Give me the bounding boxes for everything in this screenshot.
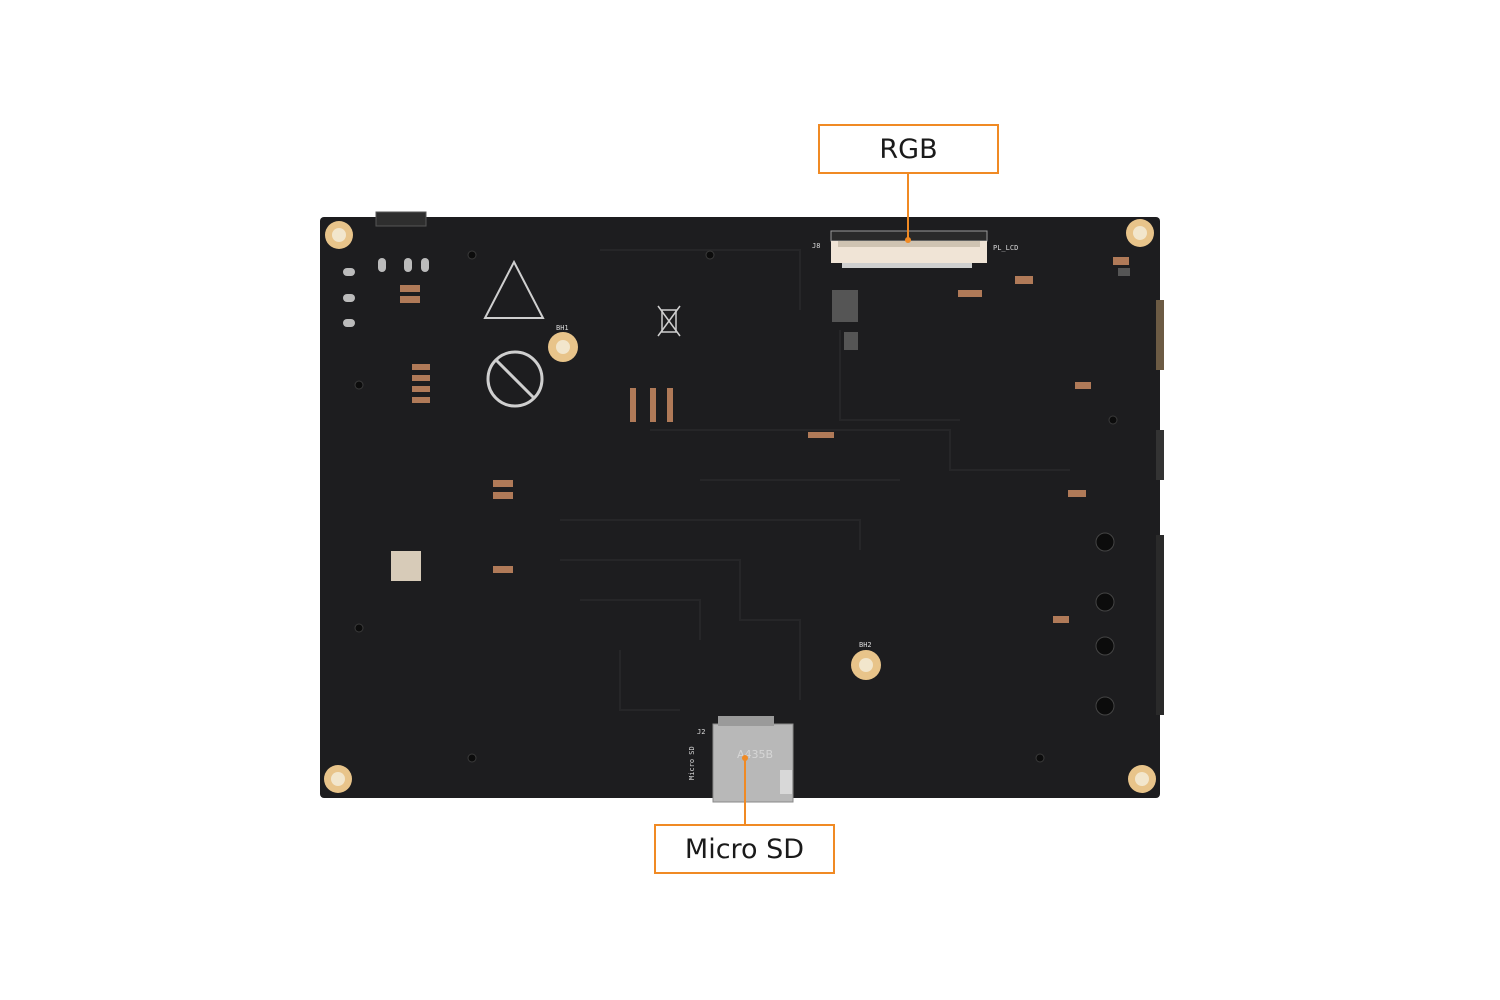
pins-left [343, 258, 429, 327]
sd-leader-dot [742, 755, 748, 761]
side-connectors [1095, 300, 1164, 716]
qr-code [391, 551, 421, 581]
silk-j8: J8 [812, 242, 820, 250]
ic-chips [832, 268, 1130, 350]
mounting-holes [324, 219, 1156, 793]
silk-pl-lcd: PL_LCD [993, 244, 1018, 252]
weee-bin-icon [657, 305, 681, 337]
pcb-traces [560, 249, 1070, 711]
rgb-leader-dot [905, 237, 911, 243]
lead-free-icon [486, 350, 544, 408]
silk-bh2: BH2 [859, 641, 872, 649]
top-left-connector [375, 211, 427, 227]
silk-bh1: BH1 [556, 324, 569, 332]
callout-micro-sd: Micro SD [654, 824, 835, 874]
callout-rgb: RGB [818, 124, 999, 174]
pcb-board [320, 217, 1160, 798]
micro-sd-slot [712, 716, 794, 803]
callout-micro-sd-label: Micro SD [684, 833, 805, 865]
silk-j2: J2 [697, 728, 705, 736]
silk-micro-sd: Micro SD [688, 746, 696, 780]
smd-components [400, 257, 1129, 623]
callout-rgb-label: RGB [879, 133, 938, 165]
esd-warning-icon [483, 259, 545, 319]
